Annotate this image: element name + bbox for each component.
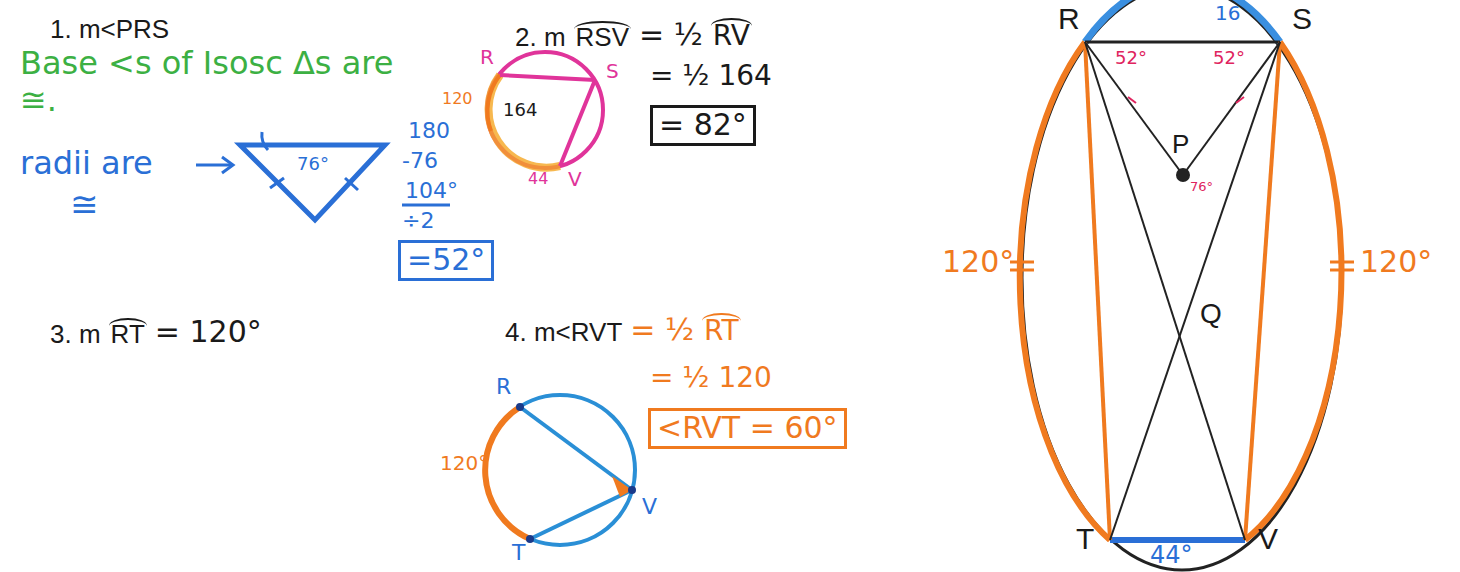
point-label: S xyxy=(1292,2,1312,37)
question-text: 4. m<RVT xyxy=(505,318,622,348)
arc-name: RSV xyxy=(574,21,631,53)
point-label: T xyxy=(512,540,525,565)
angle-label: 52° xyxy=(1115,48,1147,69)
arc-measure: 120° xyxy=(1360,245,1432,280)
arc-measure: 120° xyxy=(440,452,488,475)
work-number: ÷2 xyxy=(402,208,434,233)
handwritten-reason: Base <s of Isosc Δs are ≅. xyxy=(20,45,400,119)
arc-measure: 44 xyxy=(528,170,548,188)
answer-box: =52° xyxy=(398,240,494,281)
point-label: R xyxy=(480,46,494,69)
work-step: = ½ 120 xyxy=(650,362,772,394)
work-number: -76 xyxy=(402,148,438,173)
arc-name: RT xyxy=(109,318,147,350)
work-step: = ½ 164 xyxy=(650,60,772,92)
arc-name: RV xyxy=(711,18,752,52)
main-circle-figure xyxy=(1010,0,1354,570)
fraction-bar xyxy=(402,204,450,207)
congruence-mark: ≅ xyxy=(70,185,99,224)
point-label: V xyxy=(1258,522,1278,557)
pointer-arrow xyxy=(196,157,233,173)
answer-box: <RVT = 60° xyxy=(648,408,847,449)
angle-label: 76° xyxy=(1190,180,1213,195)
arc-measure: 16 xyxy=(1215,2,1240,25)
center-label: P xyxy=(1172,130,1189,160)
handwritten-reason: radii are xyxy=(20,145,153,182)
point-label: T xyxy=(1076,522,1094,557)
arc-measure: 120 xyxy=(442,90,473,108)
angle-label: 76° xyxy=(297,154,329,175)
inscribed-angle-sketch xyxy=(485,395,636,545)
question-text: 1. m<PRS xyxy=(50,15,169,45)
point-label: R xyxy=(1058,2,1080,37)
arc-measure: 164 xyxy=(503,100,537,121)
question-text: 3. m xyxy=(50,320,101,350)
arc-measure: 44° xyxy=(1150,542,1193,570)
work-step: = ½ xyxy=(630,313,694,348)
isosceles-triangle xyxy=(240,132,385,220)
point-label: V xyxy=(568,168,582,191)
answer-box: = 82° xyxy=(650,105,756,146)
equation-row: 4. m<RVT = ½RT xyxy=(505,313,741,348)
work-step: = ½ xyxy=(639,18,703,53)
work-number: 180 xyxy=(408,118,450,143)
point-label: S xyxy=(606,60,619,83)
question-text: 2. m xyxy=(515,23,566,53)
arc-measure: 120° xyxy=(942,245,1014,280)
equation-row: 3. m RT= 120° xyxy=(50,315,262,350)
arc-sketch xyxy=(487,52,603,168)
point-label: R xyxy=(496,374,511,399)
answer-text: = 120° xyxy=(155,315,262,350)
arc-name: RT xyxy=(702,313,741,347)
equation-row: 2. m RSV= ½RV xyxy=(515,18,752,53)
work-number: 104° xyxy=(405,178,458,203)
point-label: V xyxy=(642,494,657,519)
angle-label: 52° xyxy=(1213,48,1245,69)
point-label: Q xyxy=(1200,298,1222,330)
